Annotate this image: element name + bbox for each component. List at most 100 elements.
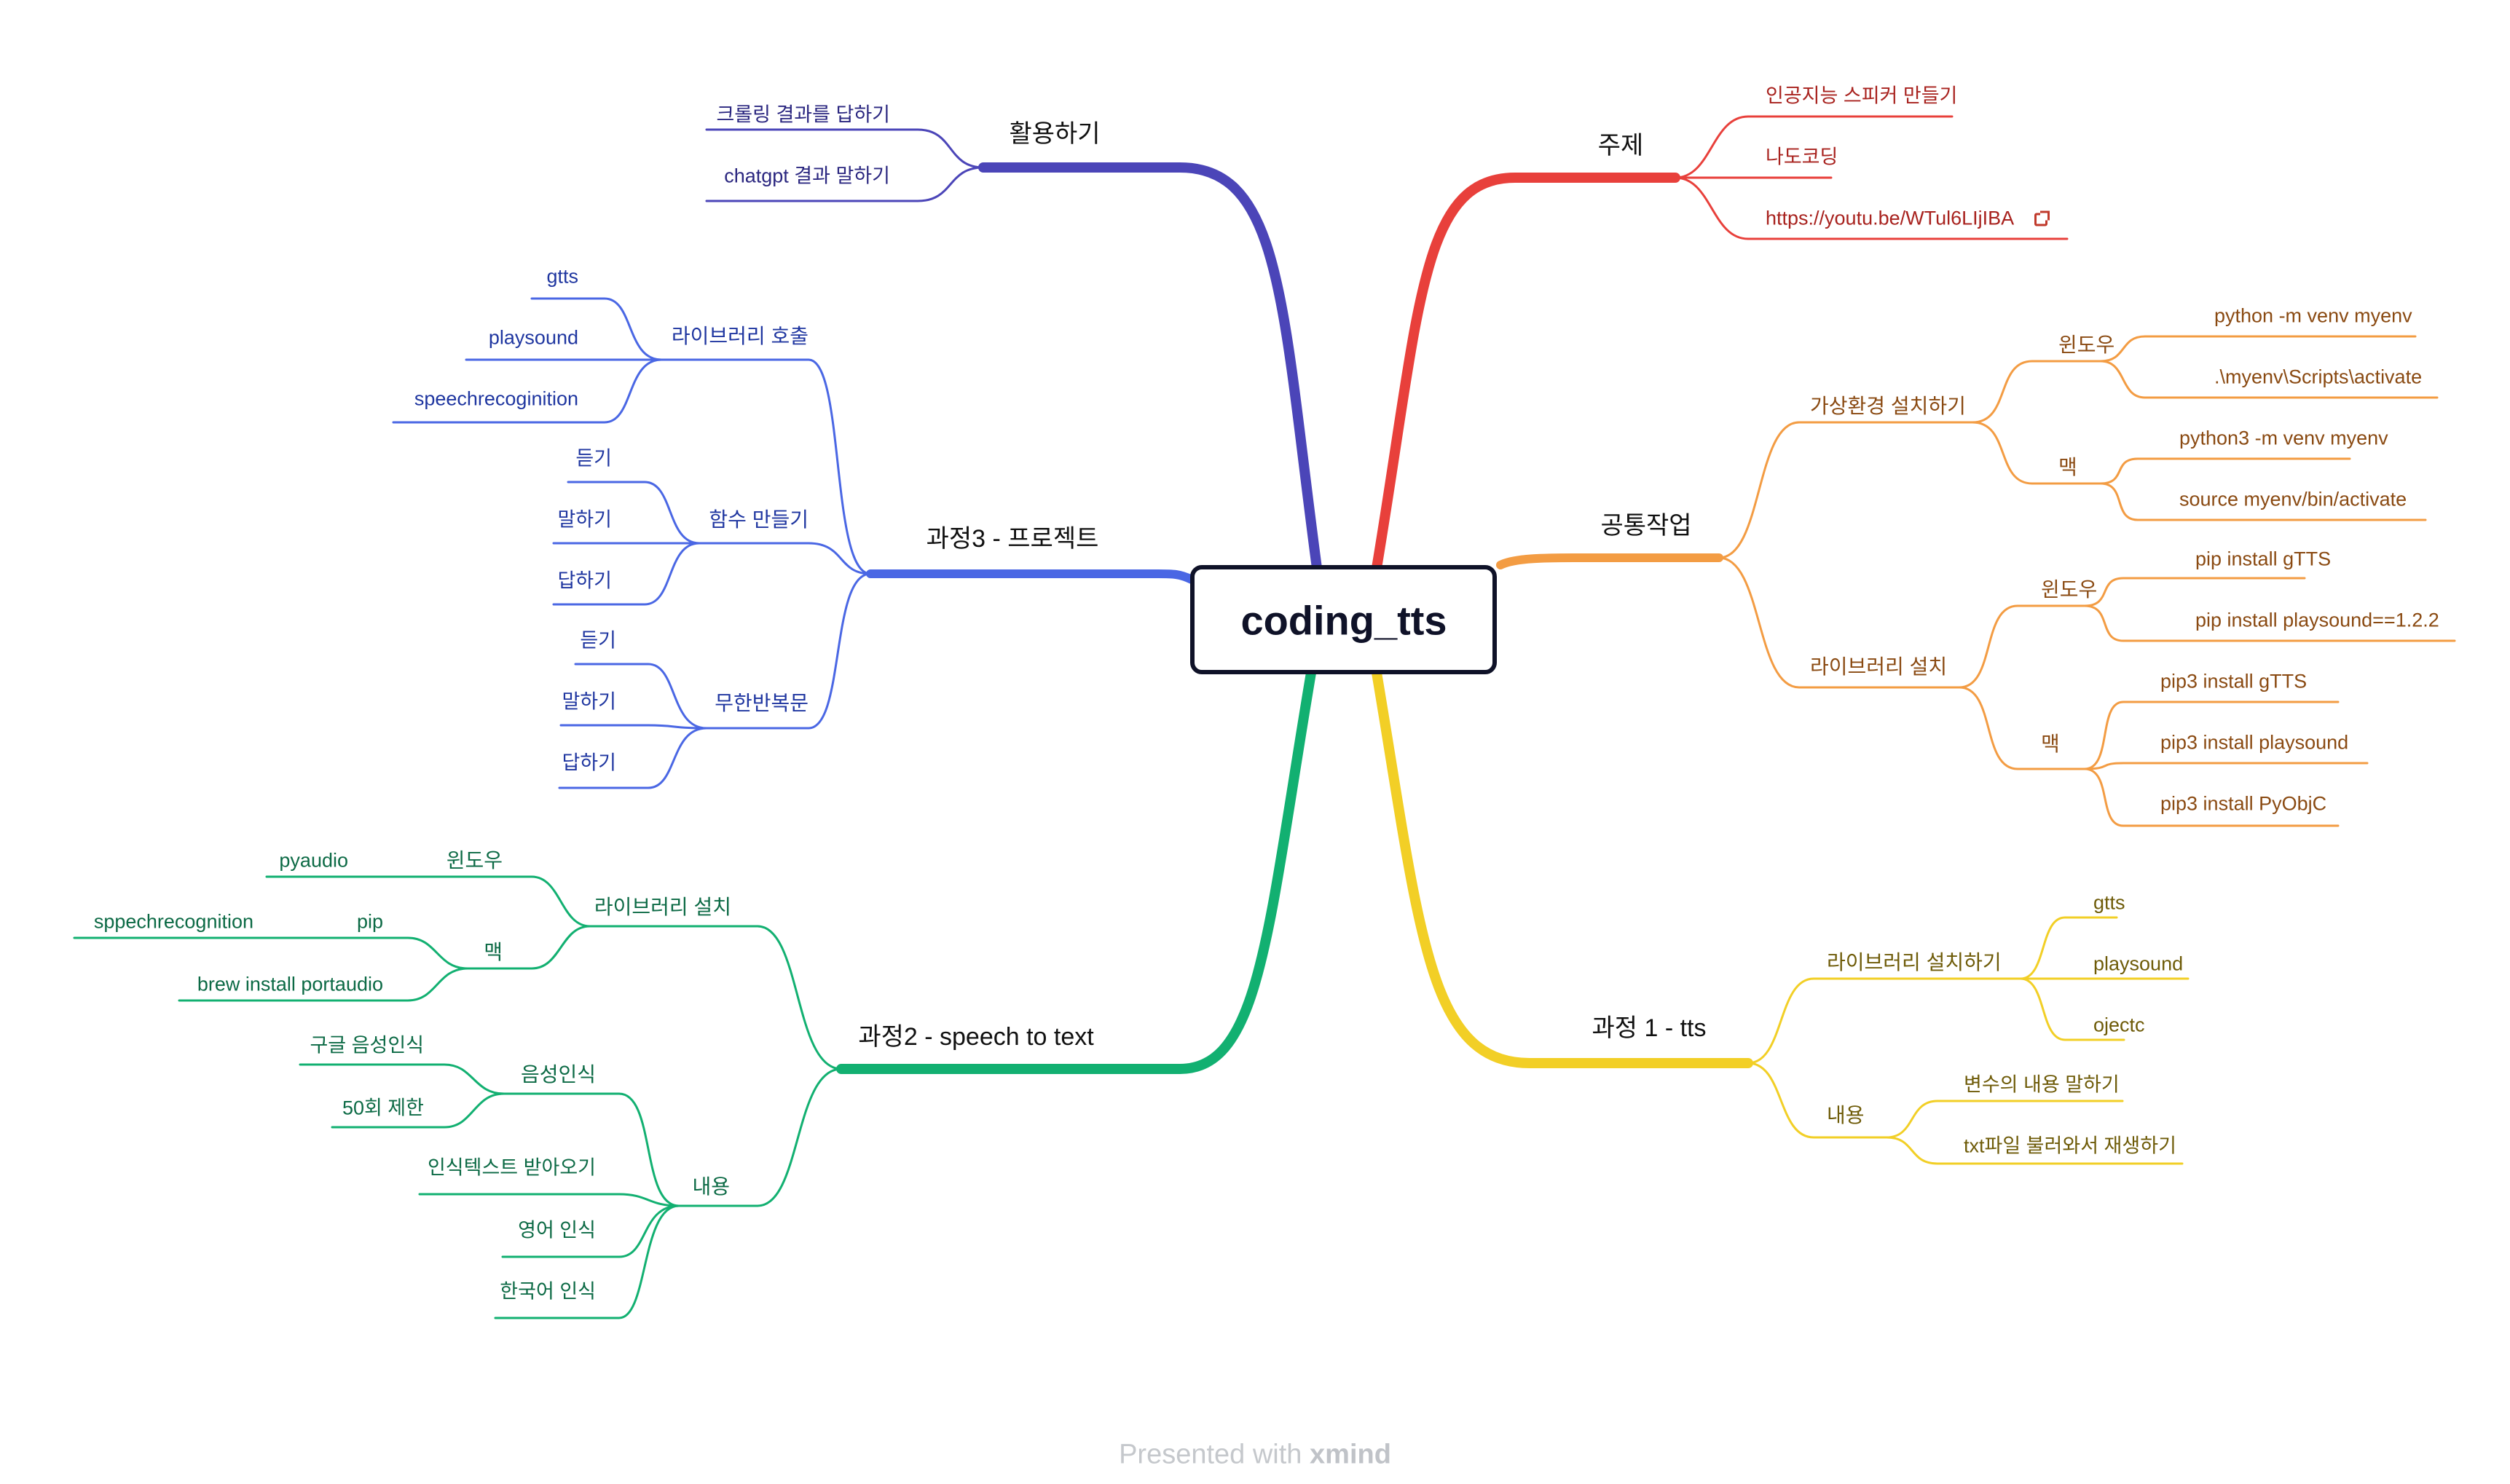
project-func-item-2[interactable]: 말하기 [557,508,612,531]
use-item-2[interactable]: chatgpt 결과 말하기 [724,165,890,187]
connector-stt-content-2 [501,1204,680,1258]
connector-stt-content-1 [418,1193,680,1207]
project-func-item-3[interactable]: 답하기 [557,569,612,592]
stt-content-item-3[interactable]: 한국어 인식 [500,1280,596,1303]
connector-stt-voice-1 [299,1063,505,1095]
connector-project-loop-3 [558,727,708,789]
connector-tts-content-1 [1885,1100,2124,1139]
project-loop-item-1[interactable]: 듣기 [580,629,616,652]
connector-tts [1372,668,1753,1068]
connector-project-func [698,542,872,575]
root-topic-box[interactable] [1190,565,1497,674]
project-lib-item-3[interactable]: speechrecoginition [414,387,578,410]
connector-project-loop-2 [559,724,708,730]
project-lib-item-2[interactable]: playsound [488,326,578,349]
connector-venv-win-2 [2099,360,2439,399]
connector-tts-content-2 [1885,1136,2184,1165]
branch-common-label[interactable]: 공통작업 [1600,512,1692,540]
stt-voice-item-1[interactable]: 구글 음성인식 [310,1034,424,1057]
common-lib-mac-label[interactable]: 맥 [2041,733,2060,755]
branch-stt-label[interactable]: 과정2 - speech to text [858,1023,1094,1051]
branch-topic-label[interactable]: 주제 [1597,132,1644,159]
venv-mac-item-1[interactable]: python3 -m venv myenv [2179,427,2388,449]
project-func-label[interactable]: 함수 만들기 [709,508,809,531]
lib-win-item-2[interactable]: pip install playsound==1.2.2 [2195,609,2439,631]
branch-project-label[interactable]: 과정3 - 프로젝트 [926,525,1099,553]
topic-leaf-2[interactable]: 나도코딩 [1766,146,1838,168]
topic-leaf-1[interactable]: 인공지능 스피커 만들기 [1766,84,1958,107]
common-lib-label[interactable]: 라이브러리 설치 [1810,655,1948,678]
stt-content-label[interactable]: 내용 [692,1175,730,1198]
venv-win-item-1[interactable]: python -m venv myenv [2214,304,2412,327]
project-loop-item-2[interactable]: 말하기 [562,690,616,713]
tts-content-label[interactable]: 내용 [1827,1104,1865,1126]
external-link-icon[interactable] [2034,210,2050,226]
tts-lib-label[interactable]: 라이브러리 설치하기 [1827,951,2002,974]
stt-content-item-1[interactable]: 인식텍스트 받아오기 [427,1156,596,1179]
use-item-1[interactable]: 크롤링 결과를 답하기 [716,103,890,126]
xmind-logo: xmind [1310,1439,1391,1470]
connector-use [978,162,1322,573]
branch-tts-label[interactable]: 과정 1 - tts [1592,1014,1707,1042]
connector-tts-content [1747,1062,1888,1139]
common-venv-win-label[interactable]: 윈도우 [2058,333,2115,356]
connector-tts-lib-3 [2019,977,2125,1041]
connector-stt [836,668,1316,1074]
stt-content-item-2[interactable]: 영어 인식 [518,1219,596,1242]
connector-stt-lib-mac [466,925,591,970]
stt-mac-brew-item[interactable]: brew install portaudio [197,973,383,995]
common-venv-label[interactable]: 가상환경 설치하기 [1810,395,1966,417]
connector-project-lib-1 [530,297,663,361]
connector-stt-content-voice [503,1092,680,1207]
connector-venv-mac-1 [2099,457,2351,485]
project-loop-label[interactable]: 무한반복문 [715,692,809,714]
connector-common [1496,553,1723,569]
stt-lib-win-label[interactable]: 윈도우 [446,849,503,872]
lib-mac-item-3[interactable]: pip3 install PyObjC [2160,792,2327,815]
connector-lib-win-1 [2083,577,2306,607]
stt-lib-win-item-1[interactable]: pyaudio [279,849,348,872]
connector-lib-mac-3 [2083,767,2340,827]
footer-prefix: Presented with [1119,1439,1302,1470]
project-lib-item-1[interactable]: gtts [546,265,578,288]
connector-stt-mac-pip [334,936,469,970]
lib-mac-item-1[interactable]: pip3 install gTTS [2160,670,2308,692]
topic-leaf-link[interactable]: https://youtu.be/WTul6LIjIBA [1766,207,2050,229]
stt-voice-item-2[interactable]: 50회 제한 [342,1097,424,1119]
project-loop-item-3[interactable]: 답하기 [562,751,616,774]
connector-lib-mac-2 [2083,762,2369,770]
connector-use-1 [705,128,985,169]
connector-topic-leaf-3 [1674,176,2069,240]
topic-link-text[interactable]: https://youtu.be/WTul6LIjIBA [1766,207,2015,229]
tts-content-item-2[interactable]: txt파일 불러와서 재생하기 [1964,1134,2176,1157]
connector-use-2 [705,166,985,202]
lib-mac-item-2[interactable]: pip3 install playsound [2160,731,2349,754]
tts-lib-item-3[interactable]: ojectc [2093,1014,2145,1036]
connector-stt-voice-2 [331,1092,505,1129]
branch-use-label[interactable]: 활용하기 [1009,120,1101,148]
tts-lib-item-2[interactable]: playsound [2093,952,2184,975]
tts-content-item-1[interactable]: 변수의 내용 말하기 [1964,1073,2120,1096]
connector-common-lib [1718,556,1961,689]
common-lib-win-label[interactable]: 윈도우 [2041,578,2098,601]
tts-lib-item-1[interactable]: gtts [2093,891,2125,914]
connector-venv-mac [1971,421,2102,485]
connector-project-func-1 [567,481,701,545]
stt-lib-label[interactable]: 라이브러리 설치 [594,896,731,918]
lib-win-item-1[interactable]: pip install gTTS [2195,548,2332,570]
root-topic-label: coding_tts [1240,597,1447,644]
project-func-item-1[interactable]: 듣기 [575,447,612,470]
stt-lib-mac-label[interactable]: 맥 [484,941,503,963]
common-venv-mac-label[interactable]: 맥 [2058,456,2077,478]
connector-tts-lib-1 [2019,916,2118,980]
stt-mac-pip-label[interactable]: pip [356,910,383,933]
connector-project-func-3 [552,542,701,606]
stt-mac-pip-item-1[interactable]: sppechrecognition [93,910,253,933]
venv-win-item-2[interactable]: .\myenv\Scripts\activate [2214,366,2423,388]
venv-mac-item-2[interactable]: source myenv/bin/activate [2179,488,2407,510]
connector-project-lib-3 [392,358,663,424]
stt-voice-label[interactable]: 음성인식 [520,1063,596,1086]
connector-project-loop [705,572,872,730]
project-lib-label[interactable]: 라이브러리 호출 [671,325,809,347]
